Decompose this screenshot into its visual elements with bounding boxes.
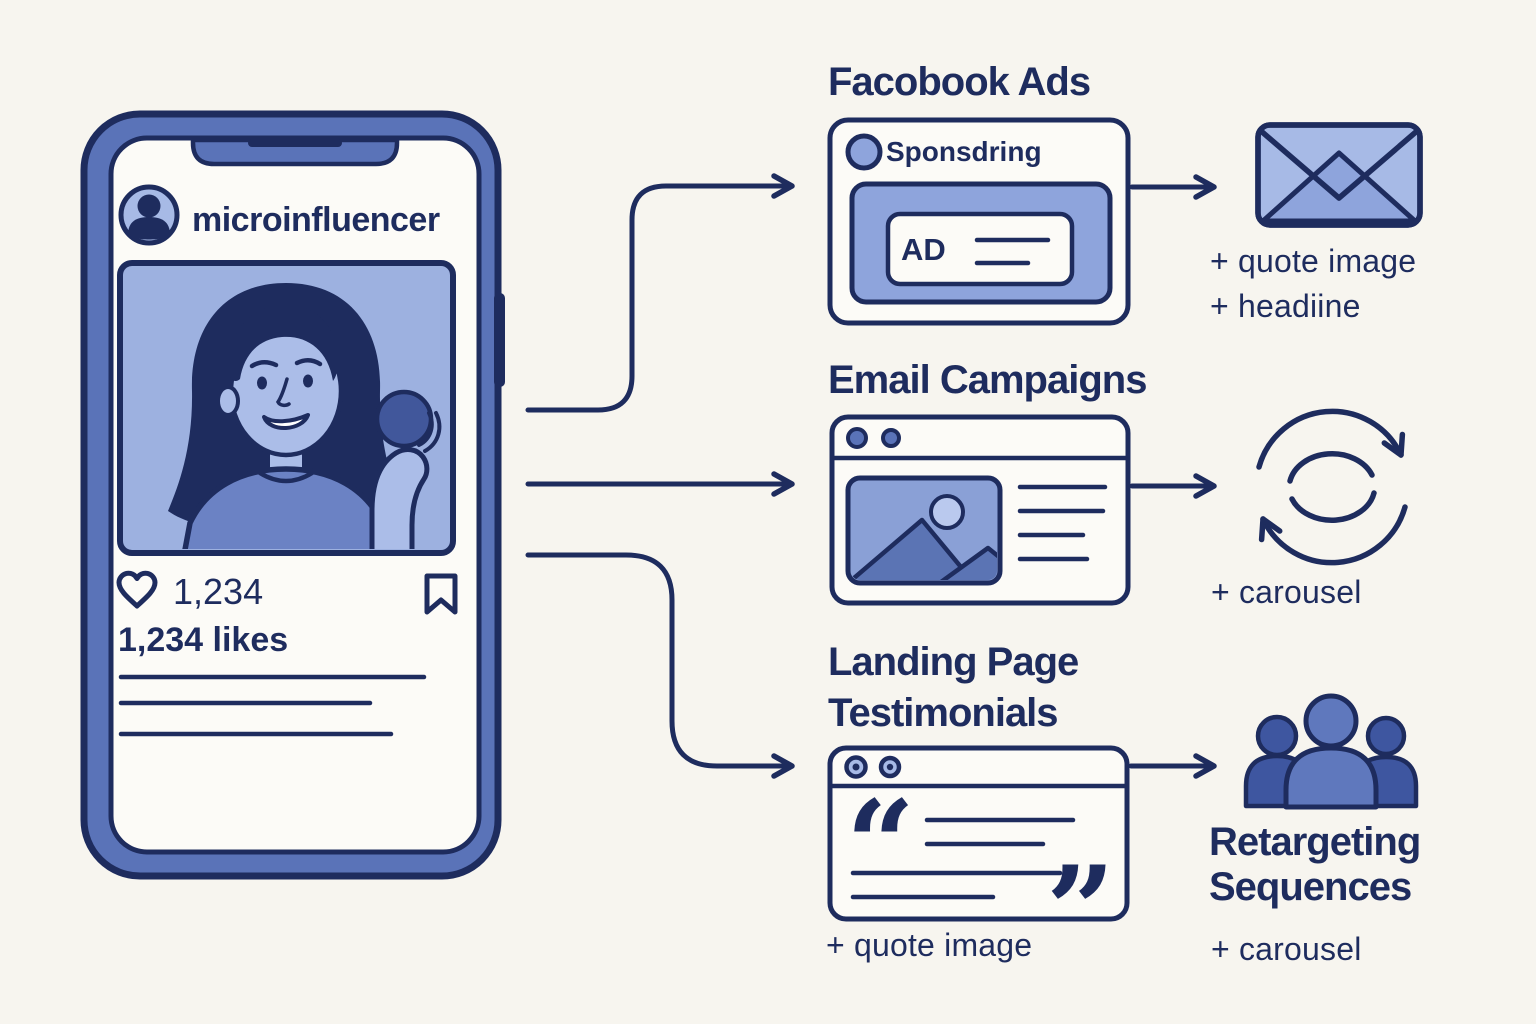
sponsored-label: Sponsdring [886,136,1042,167]
quote-close-icon: ” [1046,840,1115,981]
carousel-icon [1256,408,1408,566]
email-output-carousel: + carousel [1211,574,1362,610]
facebook-ads-card [827,117,1131,326]
facebook-output-quote-image: + quote image [1210,243,1417,279]
facebook-ads-title: Facobook Ads [828,60,1091,104]
ad-text-lines [974,237,1051,266]
arrow-phone-to-facebook [525,173,795,413]
testimonial-text-lines [850,817,1076,900]
phone-notch [190,137,400,167]
likes-label: 1,234 likes [118,621,289,659]
retargeting-output-carousel: + carousel [1211,931,1362,967]
mountain-icon [851,517,983,580]
caption-lines [118,674,427,737]
woman-illustration [168,283,442,549]
people-icon [1243,693,1419,810]
flow-arrows [525,173,1217,779]
sponsored-avatar-icon [845,133,883,171]
email-campaigns-title: Email Campaigns [828,358,1147,402]
retargeting-title-line2: Sequences [1209,865,1412,909]
ad-label: AD [901,232,946,267]
avatar-icon [118,184,180,246]
product-ball-icon [374,389,434,449]
sun-icon [929,494,965,530]
mountain-icon [927,545,997,580]
retargeting-title-line1: Retargeting [1209,820,1421,864]
quote-open-icon: “ [846,774,915,915]
email-campaigns-card [829,414,1131,606]
speaker-icon [248,139,342,147]
post-username: microinfluencer [192,201,440,239]
browser-dot [844,755,868,779]
browser-dot [846,427,868,449]
ad-box [885,211,1075,287]
envelope-icon [1255,122,1423,228]
facebook-output-headline: + headiine [1210,288,1361,324]
heart-icon [116,570,158,609]
browser-dot [878,755,902,779]
browser-dot [881,428,901,448]
landing-testimonials-card: “ ” [827,745,1130,981]
like-count: 1,234 [173,571,264,612]
arrow-phone-to-landing [525,552,795,779]
phone-side-button [494,293,505,387]
post-photo [117,260,456,556]
landing-title-line1: Landing Page [828,640,1079,684]
landing-output-quote-image: + quote image [826,927,1033,963]
bookmark-icon [424,573,458,615]
landing-title-line2: Testimonials [828,691,1059,735]
phone [80,110,505,880]
email-text-lines [1017,484,1108,562]
